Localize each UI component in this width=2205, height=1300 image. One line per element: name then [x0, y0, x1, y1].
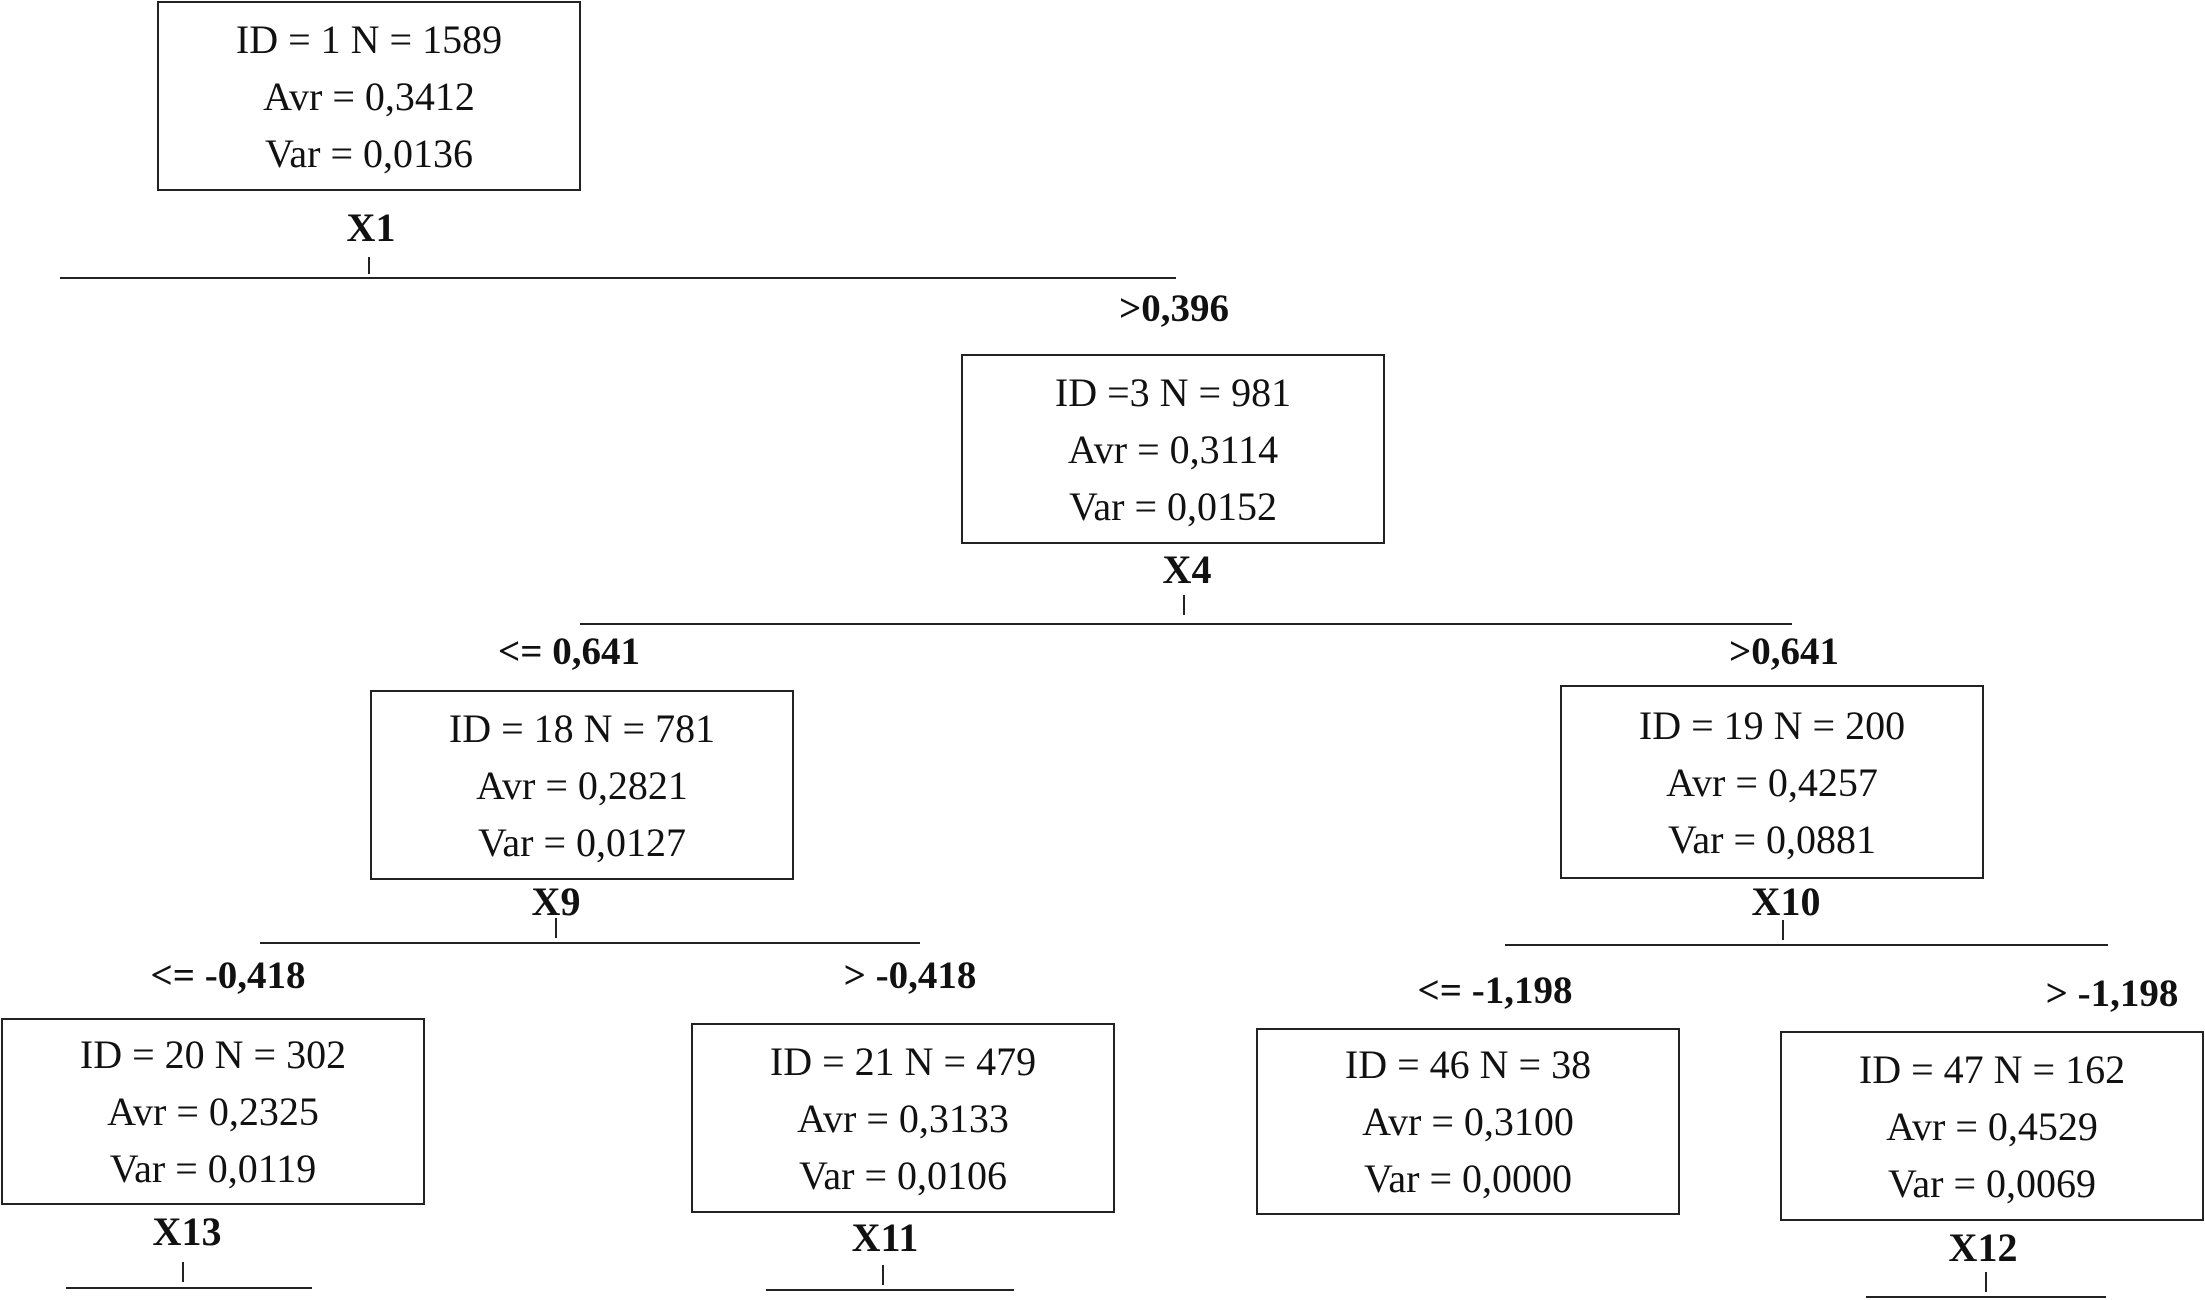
node-3-var: Var = 0,0152 [1068, 483, 1278, 529]
split-var-n18: X9 [531, 879, 581, 924]
node-46-var: Var = 0,0000 [1363, 1156, 1573, 1201]
split-var-n47: X12 [1948, 1225, 2018, 1270]
split-var-n19: X10 [1751, 879, 1821, 924]
condition-n3-right: >0,641 [1729, 630, 1839, 673]
node-18-avr: Avr = 0,2821 [476, 762, 688, 808]
node-1-var: Var = 0,0136 [264, 130, 474, 176]
node-47: ID = 47 N = 162 Avr = 0,4529 Var = 0,006… [1780, 1031, 2204, 1221]
node-20-var: Var = 0,0119 [109, 1146, 317, 1191]
node-3-id-n: ID =3 N = 981 [1054, 369, 1292, 415]
node-46-id-n: ID = 46 N = 38 [1344, 1042, 1592, 1087]
node-18: ID = 18 N = 781 Avr = 0,2821 Var = 0,012… [370, 690, 794, 880]
condition-n19-left: <= -1,198 [1417, 969, 1573, 1012]
node-19-id-n: ID = 19 N = 200 [1638, 702, 1906, 748]
condition-n18-right: > -0,418 [843, 954, 977, 997]
node-21-id-n: ID = 21 N = 479 [769, 1038, 1037, 1084]
node-20: ID = 20 N = 302 Avr = 0,2325 Var = 0,011… [1, 1018, 425, 1205]
node-1-avr: Avr = 0,3412 [263, 73, 475, 119]
node-1: ID = 1 N = 1589 Avr = 0,3412 Var = 0,013… [157, 1, 581, 191]
node-20-id-n: ID = 20 N = 302 [79, 1032, 347, 1077]
condition-n19-right: > -1,198 [2045, 972, 2179, 1015]
node-21-var: Var = 0,0106 [798, 1152, 1008, 1198]
split-var-n3: X4 [1162, 547, 1212, 592]
node-47-id-n: ID = 47 N = 162 [1858, 1046, 2126, 1092]
node-21-avr: Avr = 0,3133 [797, 1095, 1009, 1141]
node-47-var: Var = 0,0069 [1887, 1160, 2097, 1206]
node-19-avr: Avr = 0,4257 [1666, 759, 1878, 805]
condition-n18-left: <= -0,418 [150, 954, 306, 997]
node-19-var: Var = 0,0881 [1667, 816, 1877, 862]
node-18-id-n: ID = 18 N = 781 [448, 705, 716, 751]
node-1-id-n: ID = 1 N = 1589 [235, 16, 503, 62]
node-20-avr: Avr = 0,2325 [107, 1089, 319, 1134]
node-3: ID =3 N = 981 Avr = 0,3114 Var = 0,0152 [961, 354, 1385, 544]
split-var-n20: X13 [152, 1209, 222, 1254]
node-18-var: Var = 0,0127 [477, 819, 687, 865]
condition-n3-left: <= 0,641 [498, 630, 640, 673]
split-var-n1: X1 [346, 205, 396, 250]
split-var-n21: X11 [851, 1215, 919, 1260]
node-21: ID = 21 N = 479 Avr = 0,3133 Var = 0,010… [691, 1023, 1115, 1213]
node-3-avr: Avr = 0,3114 [1067, 426, 1279, 472]
node-46: ID = 46 N = 38 Avr = 0,3100 Var = 0,0000 [1256, 1028, 1680, 1215]
node-47-avr: Avr = 0,4529 [1886, 1103, 2098, 1149]
node-19: ID = 19 N = 200 Avr = 0,4257 Var = 0,088… [1560, 685, 1984, 879]
condition-n1-right: >0,396 [1119, 287, 1229, 330]
node-46-avr: Avr = 0,3100 [1362, 1099, 1574, 1144]
